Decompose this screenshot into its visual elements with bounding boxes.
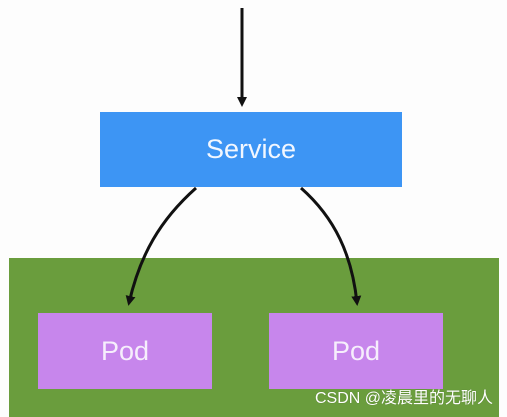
- pod-left-label: Pod: [100, 335, 150, 366]
- pod-node-left: Pod: [38, 313, 212, 389]
- pod-right-label: Pod: [331, 335, 381, 366]
- service-node: Service: [100, 112, 402, 187]
- service-label: Service: [205, 134, 297, 164]
- watermark-text: CSDN @凌晨里的无聊人: [314, 390, 493, 407]
- pod-node-right: Pod: [269, 313, 443, 389]
